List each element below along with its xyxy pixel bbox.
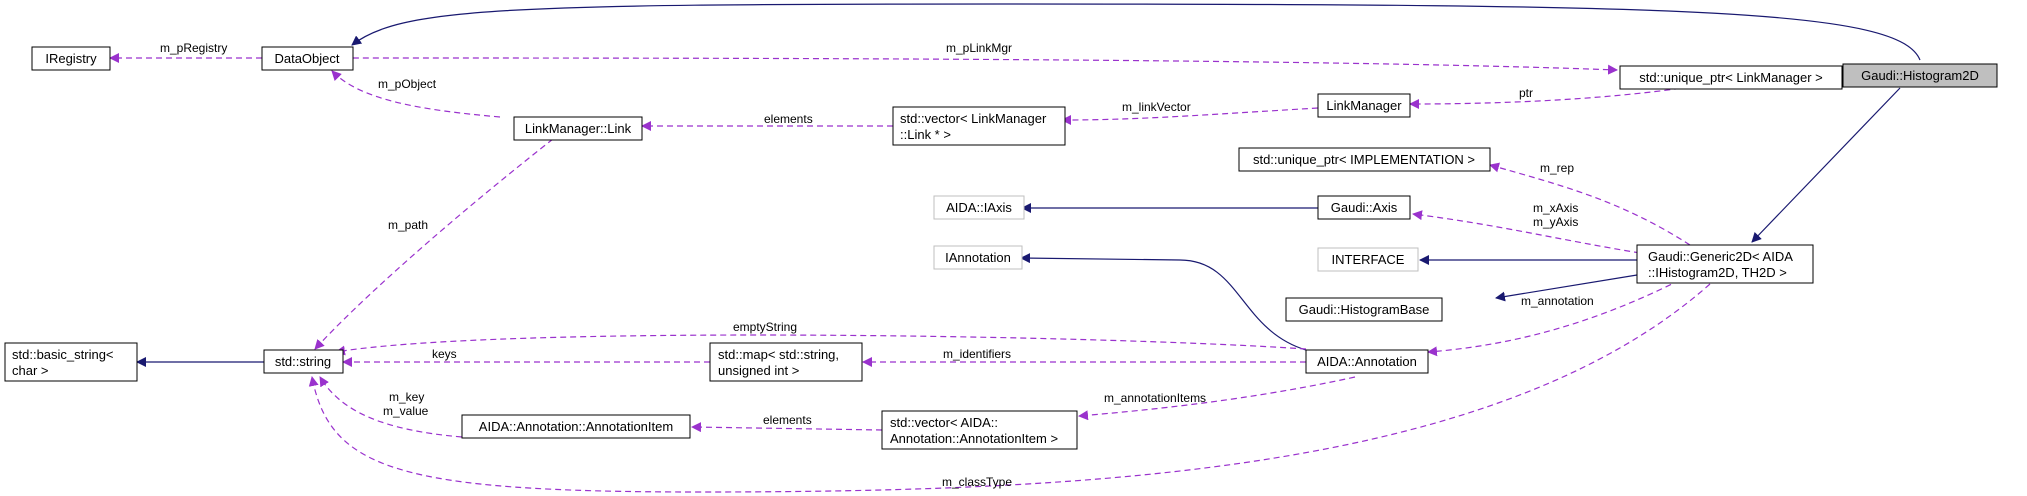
node-iannotation[interactable]: IAnnotation [933, 245, 1023, 270]
edge-linkmanager-vector [1061, 107, 1319, 125]
node-std-map[interactable]: std::map< std::string, unsigned int > [709, 342, 863, 382]
node-std-map-label-1: std::map< std::string, [718, 347, 839, 362]
node-annotation-item-label: AIDA::Annotation::AnnotationItem [479, 419, 673, 434]
edge-linkmanager-uptr [1409, 86, 1691, 109]
node-histogram2d[interactable]: Gaudi::Histogram2D [1842, 63, 1998, 88]
node-aida-iaxis-label: AIDA::IAxis [946, 200, 1012, 215]
label-m-path: m_path [388, 218, 428, 232]
edge-histogram2d-dataobject [351, 3, 1921, 61]
edge-generic2d-gaudiaxis [1412, 210, 1641, 254]
label-elements-item: elements [763, 413, 812, 427]
label-m-pregistry: m_pRegistry [160, 41, 227, 55]
node-basic-string-label-1: std::basic_string< [12, 347, 114, 362]
node-histogrambase-label: Gaudi::HistogramBase [1299, 302, 1430, 317]
label-m-classtype: m_classType [942, 475, 1012, 489]
label-m-identifiers: m_identifiers [943, 347, 1011, 361]
label-m-xaxis: m_xAxis [1533, 201, 1578, 215]
edge-uptr-dataobject [352, 57, 1618, 75]
node-vector-annotation-item-label-1: std::vector< AIDA:: [890, 415, 998, 430]
label-keys: keys [432, 347, 457, 361]
node-dataobject[interactable]: DataObject [261, 46, 354, 71]
node-vector-annotation-item[interactable]: std::vector< AIDA:: Annotation::Annotati… [881, 410, 1078, 450]
node-unique-ptr-implementation-label: std::unique_ptr< IMPLEMENTATION > [1253, 152, 1475, 167]
node-generic2d-label-1: Gaudi::Generic2D< AIDA [1648, 249, 1793, 264]
edge-generic2d-uptrimpl [1489, 162, 1691, 246]
node-unique-ptr-implementation[interactable]: std::unique_ptr< IMPLEMENTATION > [1238, 147, 1491, 172]
node-aida-annotation-label: AIDA::Annotation [1317, 354, 1417, 369]
label-m-pobject: m_pObject [378, 77, 437, 91]
label-m-annotation: m_annotation [1521, 294, 1594, 308]
node-std-string[interactable]: std::string [263, 349, 344, 374]
node-generic2d-label-2: ::IHistogram2D, TH2D > [1648, 265, 1787, 280]
node-vector-link[interactable]: std::vector< LinkManager ::Link * > [892, 106, 1066, 146]
label-emptystring: emptyString [733, 320, 797, 334]
node-histogrambase[interactable]: Gaudi::HistogramBase [1285, 297, 1443, 322]
node-interface-label: INTERFACE [1332, 252, 1405, 267]
edge-annotation-vectoritem [1078, 376, 1356, 421]
node-unique-ptr-linkmanager-label: std::unique_ptr< LinkManager > [1639, 70, 1823, 85]
edge-annotation-stdstring-empty [335, 334, 1307, 356]
label-m-rep: m_rep [1540, 161, 1574, 175]
node-linkmanager-label: LinkManager [1326, 98, 1402, 113]
node-linkmanager[interactable]: LinkManager [1317, 93, 1411, 118]
edge-link-dataobject [331, 70, 501, 118]
node-histogram2d-label: Gaudi::Histogram2D [1861, 68, 1979, 83]
node-iregistry-label: IRegistry [45, 51, 97, 66]
node-vector-link-label-1: std::vector< LinkManager [900, 111, 1047, 126]
node-basic-string[interactable]: std::basic_string< char > [4, 342, 138, 382]
node-linkmanager-link[interactable]: LinkManager::Link [513, 116, 643, 141]
node-interface[interactable]: INTERFACE [1317, 247, 1419, 272]
edge-generic2d-annotation [1427, 279, 1681, 357]
label-ptr: ptr [1519, 86, 1533, 100]
node-dataobject-label: DataObject [274, 51, 339, 66]
label-m-key: m_key [389, 390, 424, 404]
label-m-plinkmgr: m_pLinkMgr [946, 41, 1012, 55]
node-std-string-label: std::string [275, 354, 331, 369]
node-vector-link-label-2: ::Link * > [900, 127, 951, 142]
node-basic-string-label-2: char > [12, 363, 49, 378]
label-m-linkvector: m_linkVector [1122, 100, 1191, 114]
node-aida-iaxis[interactable]: AIDA::IAxis [933, 195, 1025, 220]
edge-histogram2d-generic2d [1751, 87, 1901, 243]
label-elements-link: elements [764, 112, 813, 126]
node-unique-ptr-linkmanager[interactable]: std::unique_ptr< LinkManager > [1619, 65, 1843, 90]
node-vector-annotation-item-label-2: Annotation::AnnotationItem > [890, 431, 1058, 446]
edge-annotation-iannotation [1020, 253, 1307, 351]
edge-link-stdstring [314, 138, 554, 350]
edge-generic2d-histogrambase [1495, 274, 1638, 302]
node-linkmanager-link-label: LinkManager::Link [525, 121, 632, 136]
node-gaudi-axis-label: Gaudi::Axis [1331, 200, 1398, 215]
edge-vectoritem-item [691, 422, 883, 433]
node-aida-annotation[interactable]: AIDA::Annotation [1305, 349, 1429, 374]
label-m-value: m_value [383, 404, 429, 418]
node-std-map-label-2: unsigned int > [718, 363, 799, 378]
node-annotation-item[interactable]: AIDA::Annotation::AnnotationItem [461, 414, 691, 439]
node-gaudi-axis[interactable]: Gaudi::Axis [1317, 195, 1411, 220]
label-m-yaxis: m_yAxis [1533, 215, 1578, 229]
node-iannotation-label: IAnnotation [945, 250, 1011, 265]
node-generic2d[interactable]: Gaudi::Generic2D< AIDA ::IHistogram2D, T… [1636, 244, 1814, 284]
node-iregistry[interactable]: IRegistry [31, 46, 111, 71]
label-m-annotationitems: m_annotationItems [1104, 391, 1206, 405]
edge-generic2d-stdstring-classtype [308, 283, 1711, 493]
